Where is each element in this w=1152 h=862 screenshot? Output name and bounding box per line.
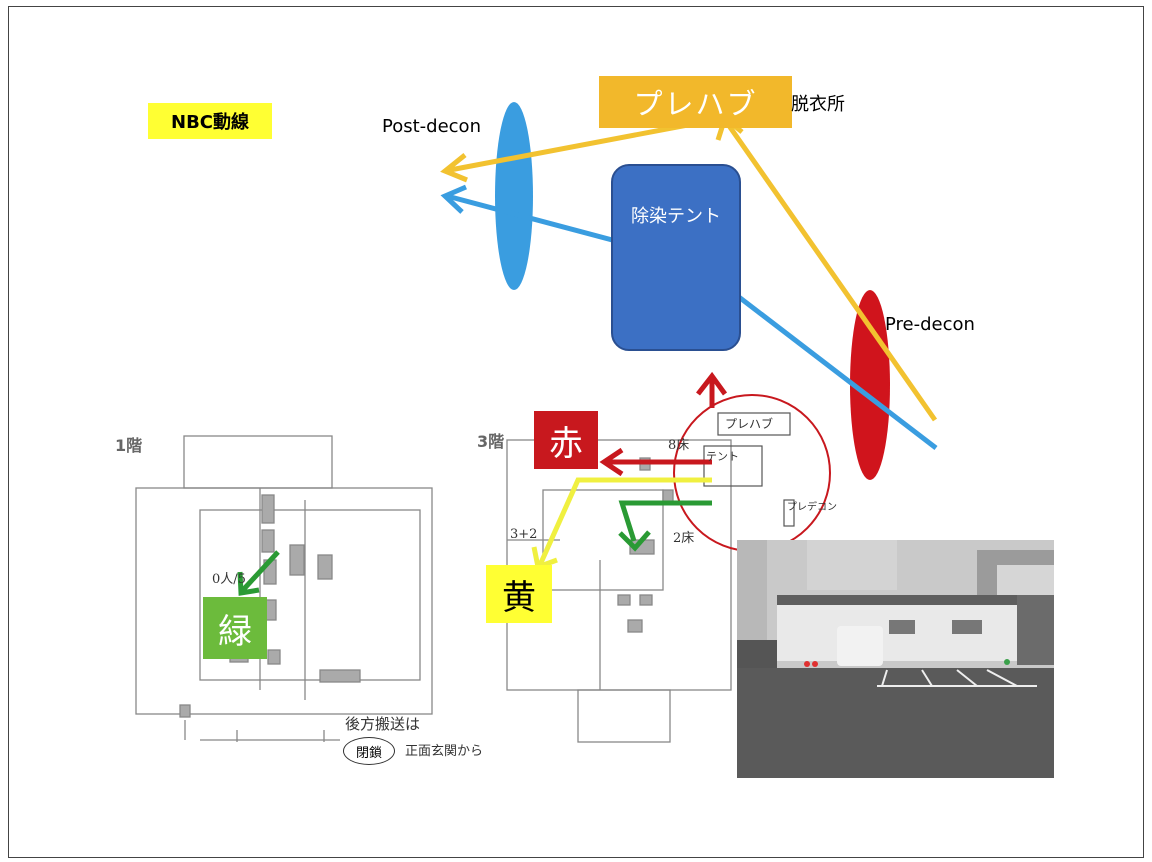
prefab-label: プレハブ [599, 76, 792, 128]
prefab-small-sketch [783, 499, 795, 527]
handwritten-2-beds: 2床 [673, 531, 695, 546]
closed-label: 閉鎖 [343, 737, 395, 765]
handwritten-predecon: プレデコン [787, 502, 837, 513]
handwritten-prefab: プレハブ [725, 417, 774, 431]
photo-illustration [737, 540, 1054, 778]
handwritten-8-beds: 8床 [668, 438, 690, 453]
nbc-route-label: NBC動線 [148, 103, 272, 139]
dressing-room-label: 脱衣所 [791, 94, 845, 115]
yellow-route-line-1 [722, 118, 938, 422]
blue-route-line-1 [716, 279, 938, 450]
tent-label: 除染テント [631, 206, 721, 227]
yellow-arrowhead-2 [440, 153, 468, 183]
floor-1-label: 1階 [115, 436, 143, 455]
green-arrow-floor3 [618, 500, 712, 542]
tent-box-sketch [703, 445, 763, 487]
floor-plan-1 [135, 435, 433, 742]
post-decon-ellipse [495, 102, 533, 290]
green-arrow-floor1-head [237, 571, 260, 596]
post-decon-label: Post-decon [382, 116, 481, 137]
red-triage-tag: 赤 [534, 411, 598, 469]
prefab-box-sketch [717, 412, 791, 436]
decontamination-tent: 除染テント [611, 164, 741, 351]
handwritten-3-plus-2: 3+2 [510, 527, 538, 542]
handwritten-note-2: 正面玄関から [405, 744, 484, 759]
handwritten-bed-count: 0人/5 [212, 572, 246, 587]
handwritten-tent: テント [706, 450, 739, 463]
pre-decon-label: Pre-decon [885, 314, 975, 335]
parking-lot-photo [737, 540, 1054, 778]
blue-arrowhead-2 [440, 184, 467, 214]
handwritten-note-1: 後方搬送は [345, 715, 421, 733]
green-triage-tag: 緑 [203, 597, 267, 659]
red-arrow-head [599, 447, 624, 477]
yellow-triage-tag: 黄 [486, 565, 552, 623]
floor-3-label: 3階 [477, 432, 505, 451]
yellow-arrow-floor3 [537, 477, 712, 567]
green-arrow-floor3-head [618, 530, 651, 552]
green-arrow-floor1-line [241, 550, 280, 592]
red-arrow-up-head [696, 371, 728, 396]
